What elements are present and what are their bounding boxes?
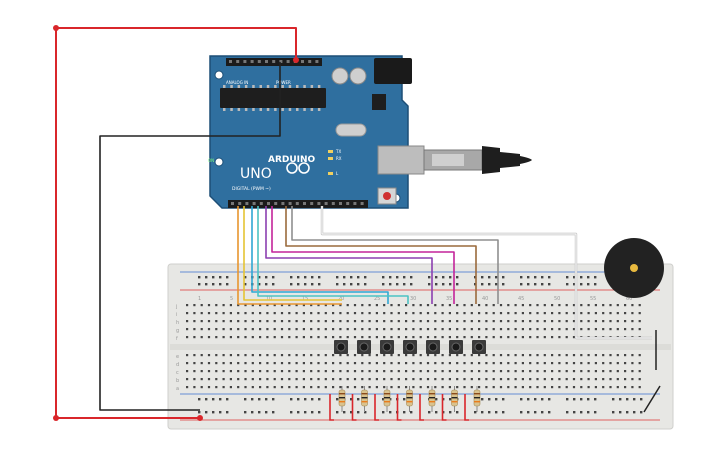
svg-text:15: 15 bbox=[302, 296, 308, 302]
digital-header-pins bbox=[231, 202, 364, 205]
svg-text:i: i bbox=[176, 312, 177, 318]
wires bbox=[53, 25, 661, 421]
resistor[interactable] bbox=[428, 386, 436, 412]
wire-endpoint bbox=[293, 57, 299, 63]
svg-text:20: 20 bbox=[338, 296, 344, 302]
resistor-row bbox=[329, 386, 481, 421]
digital-pwm-label: DIGITAL (PWM ~) bbox=[232, 186, 271, 192]
svg-text:50: 50 bbox=[554, 296, 560, 302]
svg-text:60: 60 bbox=[626, 296, 632, 302]
pushbutton[interactable] bbox=[426, 340, 440, 354]
wire-red-jumper[interactable] bbox=[329, 394, 334, 421]
svg-text:45: 45 bbox=[518, 296, 524, 302]
breadboard[interactable]: j i h g f e d c b a 1 5 10 15 20 25 30 3… bbox=[167, 263, 674, 430]
svg-text:j: j bbox=[175, 304, 177, 310]
crystal-oscillator bbox=[335, 123, 367, 137]
svg-text:h: h bbox=[176, 320, 179, 326]
svg-text:c: c bbox=[176, 370, 179, 376]
dc-power-jack[interactable] bbox=[374, 58, 412, 84]
wire-red-jumper[interactable] bbox=[441, 394, 447, 421]
wire-red-jumper[interactable] bbox=[464, 394, 469, 421]
svg-text:25: 25 bbox=[374, 296, 380, 302]
capacitor bbox=[331, 67, 349, 85]
pushbutton[interactable] bbox=[449, 340, 463, 354]
wire-black-gnd[interactable] bbox=[99, 62, 281, 411]
resistor[interactable] bbox=[406, 386, 413, 412]
pushbutton-row bbox=[334, 340, 486, 354]
gnd-jumper[interactable] bbox=[643, 385, 661, 413]
svg-text:RX: RX bbox=[336, 156, 342, 161]
wire-brown[interactable] bbox=[285, 206, 477, 304]
svg-text:40: 40 bbox=[482, 296, 488, 302]
mounting-hole bbox=[214, 157, 224, 167]
chip-legs bbox=[223, 85, 321, 111]
pushbutton[interactable] bbox=[357, 340, 371, 354]
pushbutton[interactable] bbox=[380, 340, 394, 354]
atmega-chip bbox=[220, 88, 326, 108]
svg-text:30: 30 bbox=[410, 296, 416, 302]
svg-text:b: b bbox=[176, 378, 179, 384]
on-led-label: ON bbox=[208, 158, 214, 163]
wire-endpoint bbox=[53, 25, 59, 31]
wire-red-jumper[interactable] bbox=[351, 394, 357, 421]
wire-red-jumper[interactable] bbox=[419, 394, 424, 421]
wire-teal[interactable] bbox=[257, 206, 409, 304]
pushbutton[interactable] bbox=[403, 340, 417, 354]
svg-text:1: 1 bbox=[198, 296, 201, 302]
resistor[interactable] bbox=[473, 386, 481, 412]
uno-model-text: UNO bbox=[240, 166, 272, 182]
svg-text:e: e bbox=[176, 354, 179, 360]
arduino-uno-board[interactable]: ARDUINO UNO DIGITAL (PWM ~) ANALOG IN PO… bbox=[208, 55, 425, 209]
status-leds: TX RX L bbox=[328, 149, 342, 176]
capacitor bbox=[349, 67, 367, 85]
wire-endpoint bbox=[197, 415, 203, 421]
svg-text:5: 5 bbox=[230, 296, 233, 302]
analog-in-label: ANALOG IN bbox=[226, 80, 248, 85]
svg-text:a: a bbox=[176, 386, 179, 392]
usb-b-port[interactable] bbox=[377, 145, 425, 175]
wire-purple[interactable] bbox=[265, 206, 433, 304]
wire-endpoint bbox=[53, 415, 59, 421]
row-letters-left: j i h g f e d c b a bbox=[175, 304, 179, 392]
arduino-infinity-logo bbox=[286, 162, 310, 174]
wire-red-jumper[interactable] bbox=[396, 394, 402, 421]
resistor[interactable] bbox=[383, 386, 391, 412]
power-label: POWER bbox=[276, 80, 291, 85]
svg-text:d: d bbox=[176, 362, 179, 368]
svg-text:TX: TX bbox=[335, 149, 341, 154]
svg-text:55: 55 bbox=[590, 296, 596, 302]
mounting-hole bbox=[214, 70, 224, 80]
resistor[interactable] bbox=[451, 386, 458, 412]
piezo-buzzer[interactable] bbox=[604, 238, 664, 298]
wire-magenta[interactable] bbox=[271, 206, 455, 304]
wire-orange[interactable] bbox=[237, 206, 342, 305]
resistor[interactable] bbox=[361, 386, 368, 412]
column-numbers: 1 5 10 15 20 25 30 35 40 45 50 55 60 bbox=[198, 296, 632, 302]
svg-text:f: f bbox=[176, 336, 178, 342]
pushbutton[interactable] bbox=[472, 340, 486, 354]
usb-cable[interactable] bbox=[423, 146, 532, 174]
reset-button-cap[interactable] bbox=[383, 192, 391, 200]
voltage-regulator bbox=[372, 94, 386, 110]
svg-text:10: 10 bbox=[266, 296, 272, 302]
arduino-logo-text: ARDUINO bbox=[268, 155, 316, 165]
pushbutton[interactable] bbox=[334, 340, 348, 354]
wire-cyan[interactable] bbox=[251, 206, 389, 304]
wire-gray[interactable] bbox=[291, 206, 499, 304]
wire-yellow[interactable] bbox=[243, 206, 342, 301]
svg-text:L: L bbox=[336, 171, 339, 176]
resistor[interactable] bbox=[338, 386, 346, 412]
wire-red-jumper[interactable] bbox=[374, 394, 379, 421]
terminal-strip bbox=[186, 304, 641, 389]
svg-text:35: 35 bbox=[446, 296, 452, 302]
svg-text:g: g bbox=[176, 328, 179, 334]
